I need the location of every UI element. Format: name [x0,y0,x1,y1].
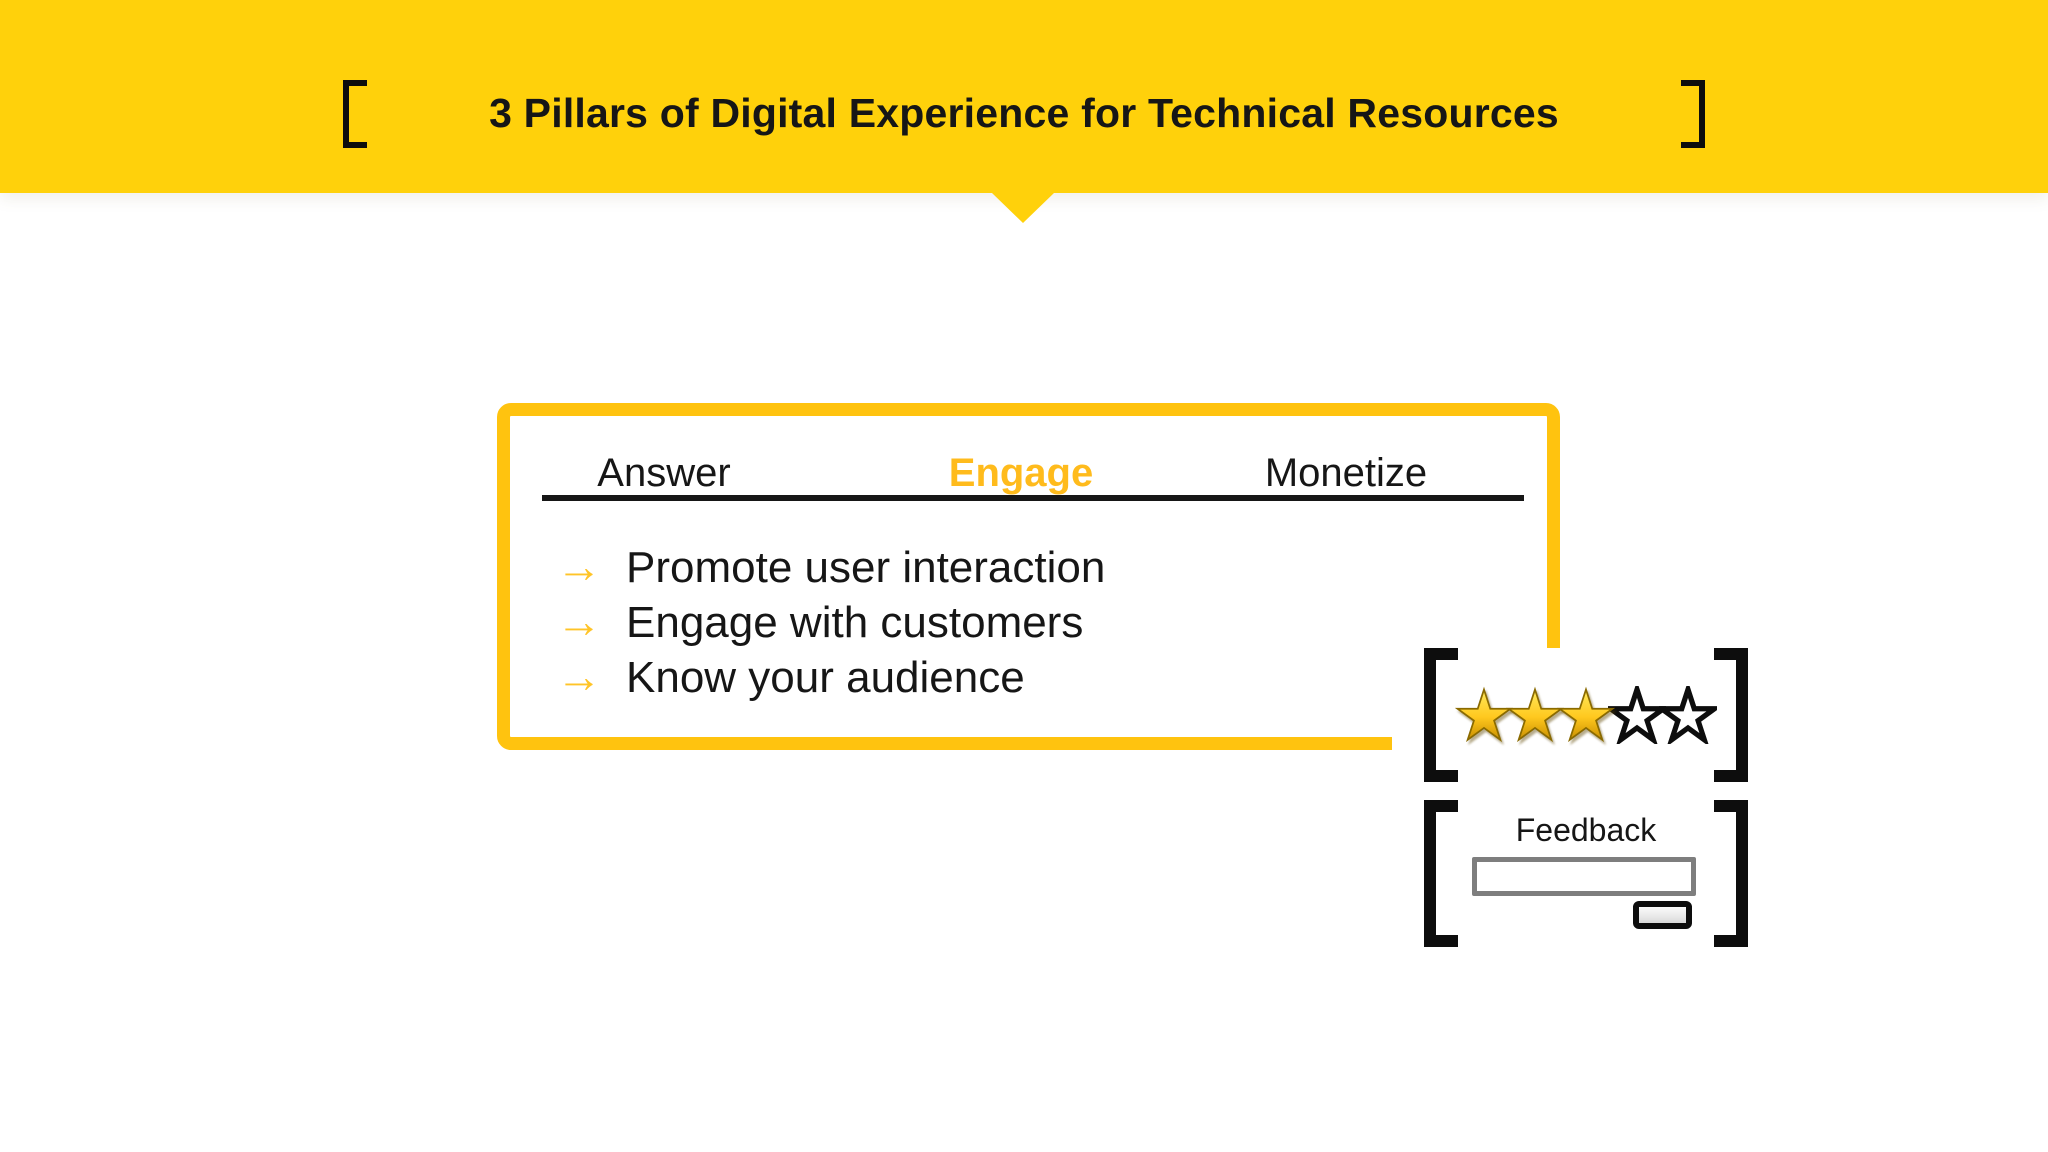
page-title: 3 Pillars of Digital Experience for Tech… [489,90,1559,136]
arrow-right-icon: → [556,595,602,647]
feedback-bracket-left-icon [1424,800,1458,947]
rating-bracket-right-icon [1714,648,1748,782]
tab-engage[interactable]: Engage [948,451,1094,495]
rating-bracket-left-icon [1424,648,1458,782]
tab-answer[interactable]: Answer [597,451,731,495]
arrow-right-icon: → [556,540,602,592]
bullet-text: Engage with customers [626,598,1084,647]
star-icon-filled[interactable] [1455,686,1513,744]
banner-pointer-triangle-icon [992,193,1054,223]
tab-monetize[interactable]: Monetize [1264,451,1428,495]
title-banner: 3 Pillars of Digital Experience for Tech… [0,0,2048,193]
arrow-right-icon: → [556,650,602,702]
tab-underline [542,495,1524,501]
star-rating-widget [1424,648,1748,782]
bullet-text: Know your audience [626,653,1025,702]
feedback-label: Feedback [1515,812,1657,848]
list-item: → Engage with customers [556,595,1083,649]
feedback-input[interactable] [1472,857,1696,896]
pillars-card [497,403,1560,750]
title-bracket-left-icon [343,79,368,148]
star-rating [1455,686,1717,744]
feedback-widget: Feedback [1424,800,1748,947]
feedback-submit-button[interactable] [1633,901,1692,929]
star-icon-outline[interactable] [1608,686,1666,744]
list-item: → Know your audience [556,650,1025,704]
star-icon-filled[interactable] [1557,686,1615,744]
star-icon-outline[interactable] [1659,686,1717,744]
list-item: → Promote user interaction [556,540,1105,594]
star-icon-filled[interactable] [1506,686,1564,744]
bullet-text: Promote user interaction [626,543,1106,592]
feedback-bracket-right-icon [1714,800,1748,947]
title-bracket-right-icon [1680,79,1705,148]
